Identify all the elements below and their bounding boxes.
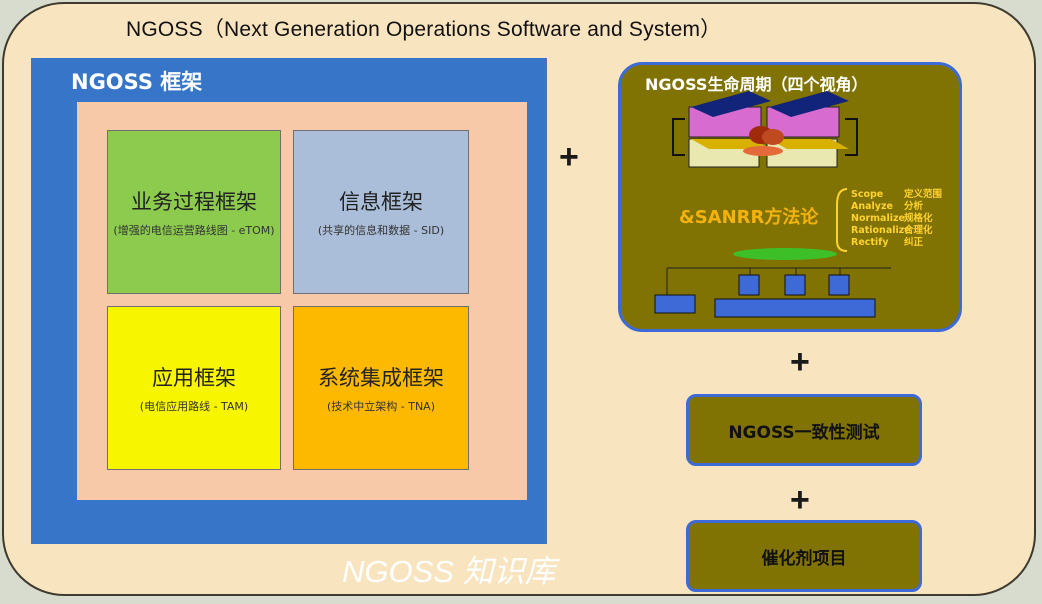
plus-sign: +	[790, 343, 810, 381]
system-integration-framework[interactable]: 系统集成框架 (技术中立架构 - TNA)	[293, 306, 469, 470]
step-en: Normalize	[851, 213, 905, 224]
step-zh: 合理化	[904, 225, 933, 236]
quadrant-subtitle: (技术中立架构 - TNA)	[326, 399, 436, 413]
ngoss-outer-frame: NGOSS（Next Generation Operations Softwar…	[2, 2, 1036, 596]
step-zh: 规格化	[904, 213, 933, 224]
sanrr-steps-list: Scope 定义范围 Analyze 分析 Normalize 规格化 Rati…	[851, 189, 942, 249]
sanrr-step: Analyze 分析	[851, 201, 942, 213]
sanrr-step: Scope 定义范围	[851, 189, 942, 201]
quadrant-subtitle: (增强的电信运营路线图 - eTOM)	[113, 223, 275, 237]
sanrr-step: Normalize 规格化	[851, 213, 942, 225]
business-process-framework[interactable]: 业务过程框架 (增强的电信运营路线图 - eTOM)	[107, 130, 281, 294]
quadrant-title: 系统集成框架	[318, 365, 444, 390]
lifecycle-diagram	[654, 91, 891, 318]
framework-title: NGOSS 框架	[71, 70, 203, 94]
framework-inner-panel: 业务过程框架 (增强的电信运营路线图 - eTOM) 信息框架 (共享的信息和数…	[77, 102, 527, 500]
step-en: Analyze	[851, 201, 893, 212]
outer-title: NGOSS（Next Generation Operations Softwar…	[126, 18, 722, 41]
catalyst-project-box[interactable]: 催化剂项目	[686, 520, 922, 592]
plus-sign: +	[790, 481, 810, 519]
quadrant-title: 应用框架	[152, 365, 236, 390]
sanrr-method-label: &SANRR方法论	[679, 207, 819, 228]
sanrr-step: Rationalize 合理化	[851, 225, 942, 237]
sanrr-step: Rectify 纠正	[851, 237, 942, 249]
quadrant-subtitle: (电信应用路线 - TAM)	[139, 399, 249, 413]
step-en: Rationalize	[851, 225, 911, 236]
step-zh: 纠正	[904, 237, 924, 248]
quadrant-title: 信息框架	[339, 189, 423, 214]
step-zh: 定义范围	[904, 189, 943, 200]
step-en: Scope	[851, 189, 884, 200]
compliance-test-box[interactable]: NGOSS一致性测试	[686, 394, 922, 466]
lifecycle-panel[interactable]: NGOSS生命周期（四个视角）	[618, 62, 962, 332]
step-en: Rectify	[851, 237, 889, 248]
plus-sign: +	[559, 138, 579, 176]
lifecycle-title: NGOSS生命周期（四个视角）	[645, 75, 868, 94]
quadrant-title: 业务过程框架	[131, 189, 257, 214]
information-framework[interactable]: 信息框架 (共享的信息和数据 - SID)	[293, 130, 469, 294]
application-framework[interactable]: 应用框架 (电信应用路线 - TAM)	[107, 306, 281, 470]
knowledge-base-label: NGOSS 知识库	[342, 554, 556, 589]
ngoss-framework-panel: NGOSS 框架 业务过程框架 (增强的电信运营路线图 - eTOM) 信息框架…	[31, 58, 547, 544]
quadrant-subtitle: (共享的信息和数据 - SID)	[317, 223, 445, 237]
step-zh: 分析	[904, 201, 924, 212]
